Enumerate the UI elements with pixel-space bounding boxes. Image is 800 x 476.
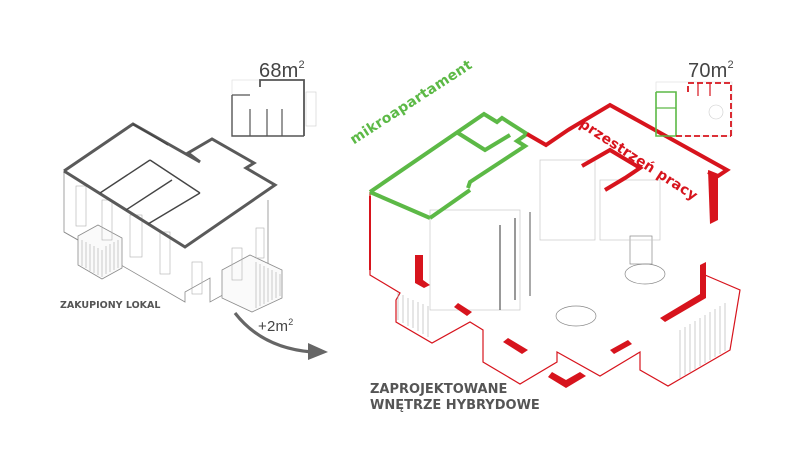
plan-70-thumbnail [655,81,733,137]
area-exponent: 2 [298,59,305,71]
area-unit: m [710,60,728,82]
purchased-unit-partitions [99,123,201,225]
area-exponent: 2 [727,59,734,71]
caption-designed-interior: ZAPROJEKTOWANE WNĘTRZE HYBRYDOWE [370,382,540,414]
mikroapartament-walls [368,111,531,220]
area-delta-label: +2m2 [258,317,294,335]
area-unit: m [281,60,299,82]
area-label-68: 68m2 [259,59,305,83]
purchased-unit-isometric [63,171,283,313]
area-value: 68 [259,60,282,82]
red-wall-segments [415,170,718,388]
delta-value: +2 [258,318,276,335]
delta-unit: m [275,318,289,335]
delta-exponent: 2 [288,317,294,327]
caption-line-1: ZAPROJEKTOWANE [370,382,508,397]
area-label-70: 70m2 [688,59,734,83]
purchased-unit-walls [63,122,278,249]
curved-arrow-icon [233,312,328,360]
designed-interior-isometric [369,159,741,387]
area-value: 70 [688,60,711,82]
plan-68-thumbnail [231,79,317,137]
caption-line-2: WNĘTRZE HYBRYDOWE [370,398,540,413]
caption-purchased-unit: ZAKUPIONY LOKAL [60,300,161,311]
